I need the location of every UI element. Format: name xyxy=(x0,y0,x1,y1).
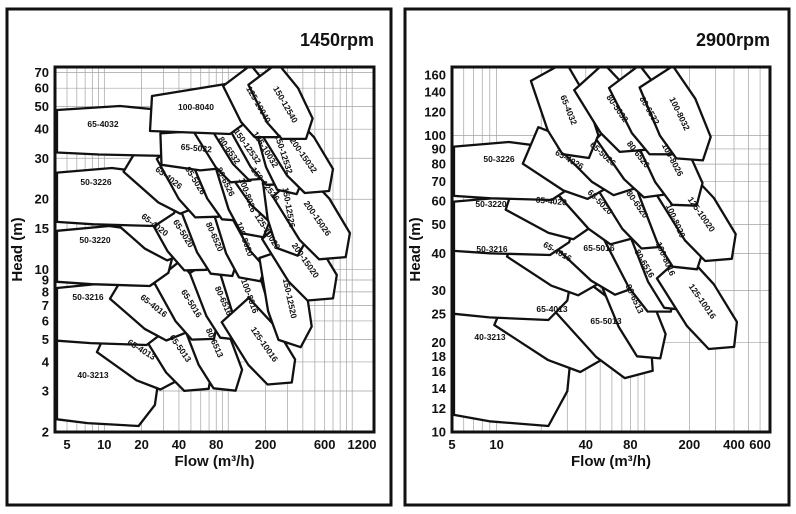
region-label-65-5032: 65-5032 xyxy=(180,142,212,155)
y-tick-label: 20 xyxy=(432,335,446,350)
x-tick-label: 20 xyxy=(134,437,148,452)
x-tick-label: 200 xyxy=(255,437,277,452)
chart-svg-2900rpm: 2900rpm40-321365-401365-501380-651350-32… xyxy=(403,7,791,507)
x-axis-title: Flow (m³/h) xyxy=(175,453,255,470)
regions xyxy=(55,66,352,428)
x-axis-title: Flow (m³/h) xyxy=(571,453,651,470)
y-tick-label: 50 xyxy=(35,99,49,114)
y-tick-label: 20 xyxy=(35,192,49,207)
y-tick-label: 70 xyxy=(35,65,49,80)
y-tick-label: 7 xyxy=(42,298,49,313)
region-label-50-3216: 50-3216 xyxy=(476,244,507,254)
regions xyxy=(452,66,739,428)
x-tick-label: 600 xyxy=(749,437,771,452)
x-tick-label: 5 xyxy=(448,437,455,452)
y-tick-label: 160 xyxy=(424,67,446,82)
region-label-40-3213: 40-3213 xyxy=(77,370,108,380)
y-tick-label: 90 xyxy=(432,141,446,156)
panel-title: 1450rpm xyxy=(300,30,374,50)
region-150-12540 xyxy=(247,66,314,141)
region-label-65-4013: 65-4013 xyxy=(536,304,567,314)
y-tick-label: 14 xyxy=(432,381,447,396)
region-label-50-3226: 50-3226 xyxy=(80,177,111,187)
y-tick-label: 100 xyxy=(424,128,446,143)
y-tick-label: 10 xyxy=(432,425,446,440)
plot-box-border xyxy=(450,65,772,434)
region-label-50-3226: 50-3226 xyxy=(483,154,514,164)
panel-title: 2900rpm xyxy=(696,30,770,50)
x-tick-label: 10 xyxy=(489,437,503,452)
y-tick-label: 4 xyxy=(42,354,50,369)
y-tick-label: 3 xyxy=(42,384,49,399)
y-tick-label: 120 xyxy=(424,104,446,119)
x-tick-label: 1200 xyxy=(348,437,377,452)
region-label-65-4020: 65-4020 xyxy=(535,195,567,208)
x-tick-label: 40 xyxy=(172,437,186,452)
plot-box-border xyxy=(53,65,376,434)
region-125-10016 xyxy=(655,251,739,351)
region-label-65-5013: 65-5013 xyxy=(590,316,621,326)
region-label-65-5016: 65-5016 xyxy=(583,243,614,253)
y-tick-label: 5 xyxy=(42,332,49,347)
y-tick-label: 30 xyxy=(35,151,49,166)
region-label-50-3220: 50-3220 xyxy=(79,235,110,245)
x-tick-label: 40 xyxy=(579,437,593,452)
region-label-50-3220: 50-3220 xyxy=(475,199,506,209)
y-tick-label: 12 xyxy=(432,401,446,416)
y-tick-label: 6 xyxy=(42,313,49,328)
x-tick-label: 80 xyxy=(623,437,637,452)
y-axis-title: Head (m) xyxy=(407,217,424,281)
y-tick-label: 9 xyxy=(42,272,49,287)
y-tick-label: 16 xyxy=(432,364,446,379)
region-label-65-4032: 65-4032 xyxy=(87,119,118,129)
region-100-8032 xyxy=(638,66,712,162)
y-tick-label: 140 xyxy=(424,85,446,100)
x-tick-label: 400 xyxy=(723,437,745,452)
y-tick-label: 70 xyxy=(432,174,446,189)
y-tick-label: 40 xyxy=(432,246,446,261)
x-tick-label: 200 xyxy=(679,437,701,452)
y-tick-label: 50 xyxy=(432,217,446,232)
y-tick-label: 60 xyxy=(35,81,49,96)
y-tick-label: 25 xyxy=(432,306,446,321)
y-tick-label: 18 xyxy=(432,349,446,364)
y-tick-label: 80 xyxy=(432,157,446,172)
region-label-50-3216: 50-3216 xyxy=(72,292,103,302)
region-label-100-8040: 100-8040 xyxy=(178,102,214,112)
region-label-40-3213: 40-3213 xyxy=(474,332,505,342)
y-tick-label: 40 xyxy=(35,122,49,137)
y-tick-label: 2 xyxy=(42,425,49,440)
x-tick-label: 600 xyxy=(314,437,336,452)
x-tick-label: 10 xyxy=(97,437,111,452)
y-tick-label: 30 xyxy=(432,283,446,298)
y-tick-label: 8 xyxy=(42,284,49,299)
y-tick-label: 15 xyxy=(35,221,49,236)
x-tick-label: 80 xyxy=(209,437,223,452)
y-tick-label: 60 xyxy=(432,194,446,209)
x-tick-label: 5 xyxy=(63,437,70,452)
y-tick-label: 10 xyxy=(35,262,49,277)
y-axis-title: Head (m) xyxy=(9,217,26,281)
